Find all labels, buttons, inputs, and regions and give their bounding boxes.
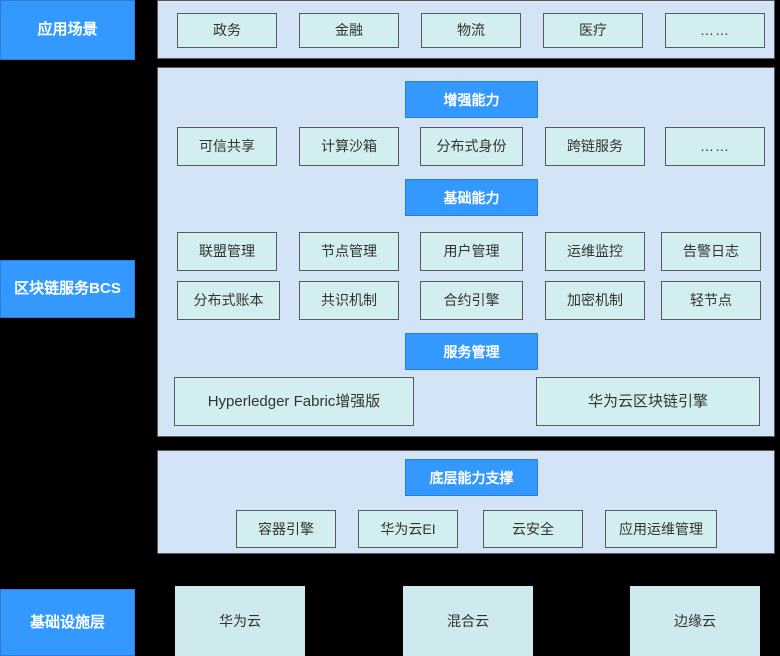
capability-card-label: 用户管理 — [443, 243, 500, 260]
capability-card-compute-sandbox[interactable]: 计算沙箱 — [299, 127, 399, 166]
capability-card-ops-monitoring[interactable]: 运维监控 — [545, 232, 645, 271]
capability-card-contract-engine[interactable]: 合约引擎 — [420, 281, 523, 320]
scenario-card-logistics[interactable]: 物流 — [421, 13, 521, 48]
capability-card-consensus-mechanism[interactable]: 共识机制 — [299, 281, 399, 320]
capability-card-encryption-mechanism[interactable]: 加密机制 — [545, 281, 645, 320]
support-card-container-engine[interactable]: 容器引擎 — [236, 510, 336, 548]
capability-card-label: 运维监控 — [567, 243, 623, 260]
capability-card-label: 告警日志 — [683, 243, 739, 260]
bcs-capabilities-panel: 增强能力 可信共享 计算沙箱 分布式身份 跨链服务 …… 基础能力 联盟管理 节… — [157, 67, 775, 437]
capability-card-node-management[interactable]: 节点管理 — [299, 232, 399, 271]
section-header-service-management[interactable]: 服务管理 — [405, 333, 538, 370]
capability-card-label: …… — [700, 138, 730, 155]
section-header-label: 基础能力 — [443, 189, 500, 206]
layer-label-application-scenarios[interactable]: 应用场景 — [0, 0, 135, 60]
scenario-card-finance[interactable]: 金融 — [299, 13, 399, 48]
support-card-label: 应用运维管理 — [619, 520, 703, 537]
infrastructure-card-huawei-cloud[interactable]: 华为云 — [175, 586, 305, 656]
capability-card-label: 分布式账本 — [193, 292, 264, 309]
capability-card-distributed-identity[interactable]: 分布式身份 — [420, 127, 523, 166]
capability-card-label: 节点管理 — [321, 243, 377, 260]
infrastructure-card-edge-cloud[interactable]: 边缘云 — [630, 586, 760, 656]
engine-card-huawei-cloud-blockchain-engine[interactable]: 华为云区块链引擎 — [536, 377, 760, 426]
capability-card-label: 合约引擎 — [443, 292, 500, 309]
underlying-support-panel: 底层能力支撑 容器引擎 华为云EI 云安全 应用运维管理 — [157, 450, 775, 554]
capability-card-label: 轻节点 — [690, 292, 732, 309]
scenario-card-label: …… — [700, 22, 730, 39]
infrastructure-card-label: 边缘云 — [674, 612, 716, 629]
engine-card-label: Hyperledger Fabric增强版 — [207, 392, 381, 410]
engine-card-hyperledger-fabric-enhanced[interactable]: Hyperledger Fabric增强版 — [174, 377, 414, 426]
capability-card-light-node[interactable]: 轻节点 — [661, 281, 761, 320]
infrastructure-card-label: 华为云 — [219, 612, 261, 629]
capability-card-label: 计算沙箱 — [321, 138, 377, 155]
capability-card-label: 跨链服务 — [567, 138, 623, 155]
section-header-label: 增强能力 — [443, 91, 500, 108]
layer-label-infrastructure[interactable]: 基础设施层 — [0, 589, 135, 656]
infrastructure-card-hybrid-cloud[interactable]: 混合云 — [403, 586, 533, 656]
capability-card-more[interactable]: …… — [665, 127, 765, 166]
capability-card-distributed-ledger[interactable]: 分布式账本 — [177, 281, 280, 320]
capability-card-label: 联盟管理 — [199, 243, 255, 260]
capability-card-cross-chain-service[interactable]: 跨链服务 — [545, 127, 645, 166]
support-card-label: 云安全 — [512, 520, 554, 537]
section-header-basic-capabilities[interactable]: 基础能力 — [405, 179, 538, 216]
layer-label-text: 区块链服务BCS — [14, 280, 121, 297]
support-card-label: 容器引擎 — [258, 520, 314, 537]
section-header-enhanced-capabilities[interactable]: 增强能力 — [405, 81, 538, 118]
support-card-label: 华为云EI — [380, 520, 436, 537]
capability-card-alarm-log[interactable]: 告警日志 — [661, 232, 761, 271]
capability-card-trusted-sharing[interactable]: 可信共享 — [177, 127, 277, 166]
capability-card-label: 共识机制 — [321, 292, 377, 309]
capability-card-label: 加密机制 — [567, 292, 623, 309]
scenario-card-label: 金融 — [335, 22, 363, 39]
infrastructure-card-label: 混合云 — [447, 612, 489, 629]
scenario-card-healthcare[interactable]: 医疗 — [543, 13, 643, 48]
layer-label-text: 基础设施层 — [29, 613, 105, 631]
scenario-card-government[interactable]: 政务 — [177, 13, 277, 48]
scenario-card-more[interactable]: …… — [665, 13, 765, 48]
section-header-label: 服务管理 — [443, 343, 500, 360]
engine-card-label: 华为云区块链引擎 — [587, 392, 708, 410]
capability-card-label: 分布式身份 — [436, 138, 507, 155]
scenario-card-label: 物流 — [457, 22, 485, 39]
capability-card-alliance-management[interactable]: 联盟管理 — [177, 232, 277, 271]
layer-label-text: 应用场景 — [37, 21, 98, 38]
capability-card-label: 可信共享 — [199, 138, 255, 155]
support-card-huawei-cloud-ei[interactable]: 华为云EI — [358, 510, 458, 548]
section-header-underlying-support[interactable]: 底层能力支撑 — [405, 459, 538, 496]
capability-card-user-management[interactable]: 用户管理 — [420, 232, 523, 271]
section-header-label: 底层能力支撑 — [429, 469, 514, 486]
support-card-cloud-security[interactable]: 云安全 — [483, 510, 583, 548]
scenario-card-label: 医疗 — [579, 22, 607, 39]
support-card-app-ops-management[interactable]: 应用运维管理 — [605, 510, 717, 548]
layer-label-blockchain-service-bcs[interactable]: 区块链服务BCS — [0, 260, 135, 318]
scenario-card-label: 政务 — [213, 22, 241, 39]
application-scenarios-panel: 政务 金融 物流 医疗 …… — [157, 0, 775, 59]
